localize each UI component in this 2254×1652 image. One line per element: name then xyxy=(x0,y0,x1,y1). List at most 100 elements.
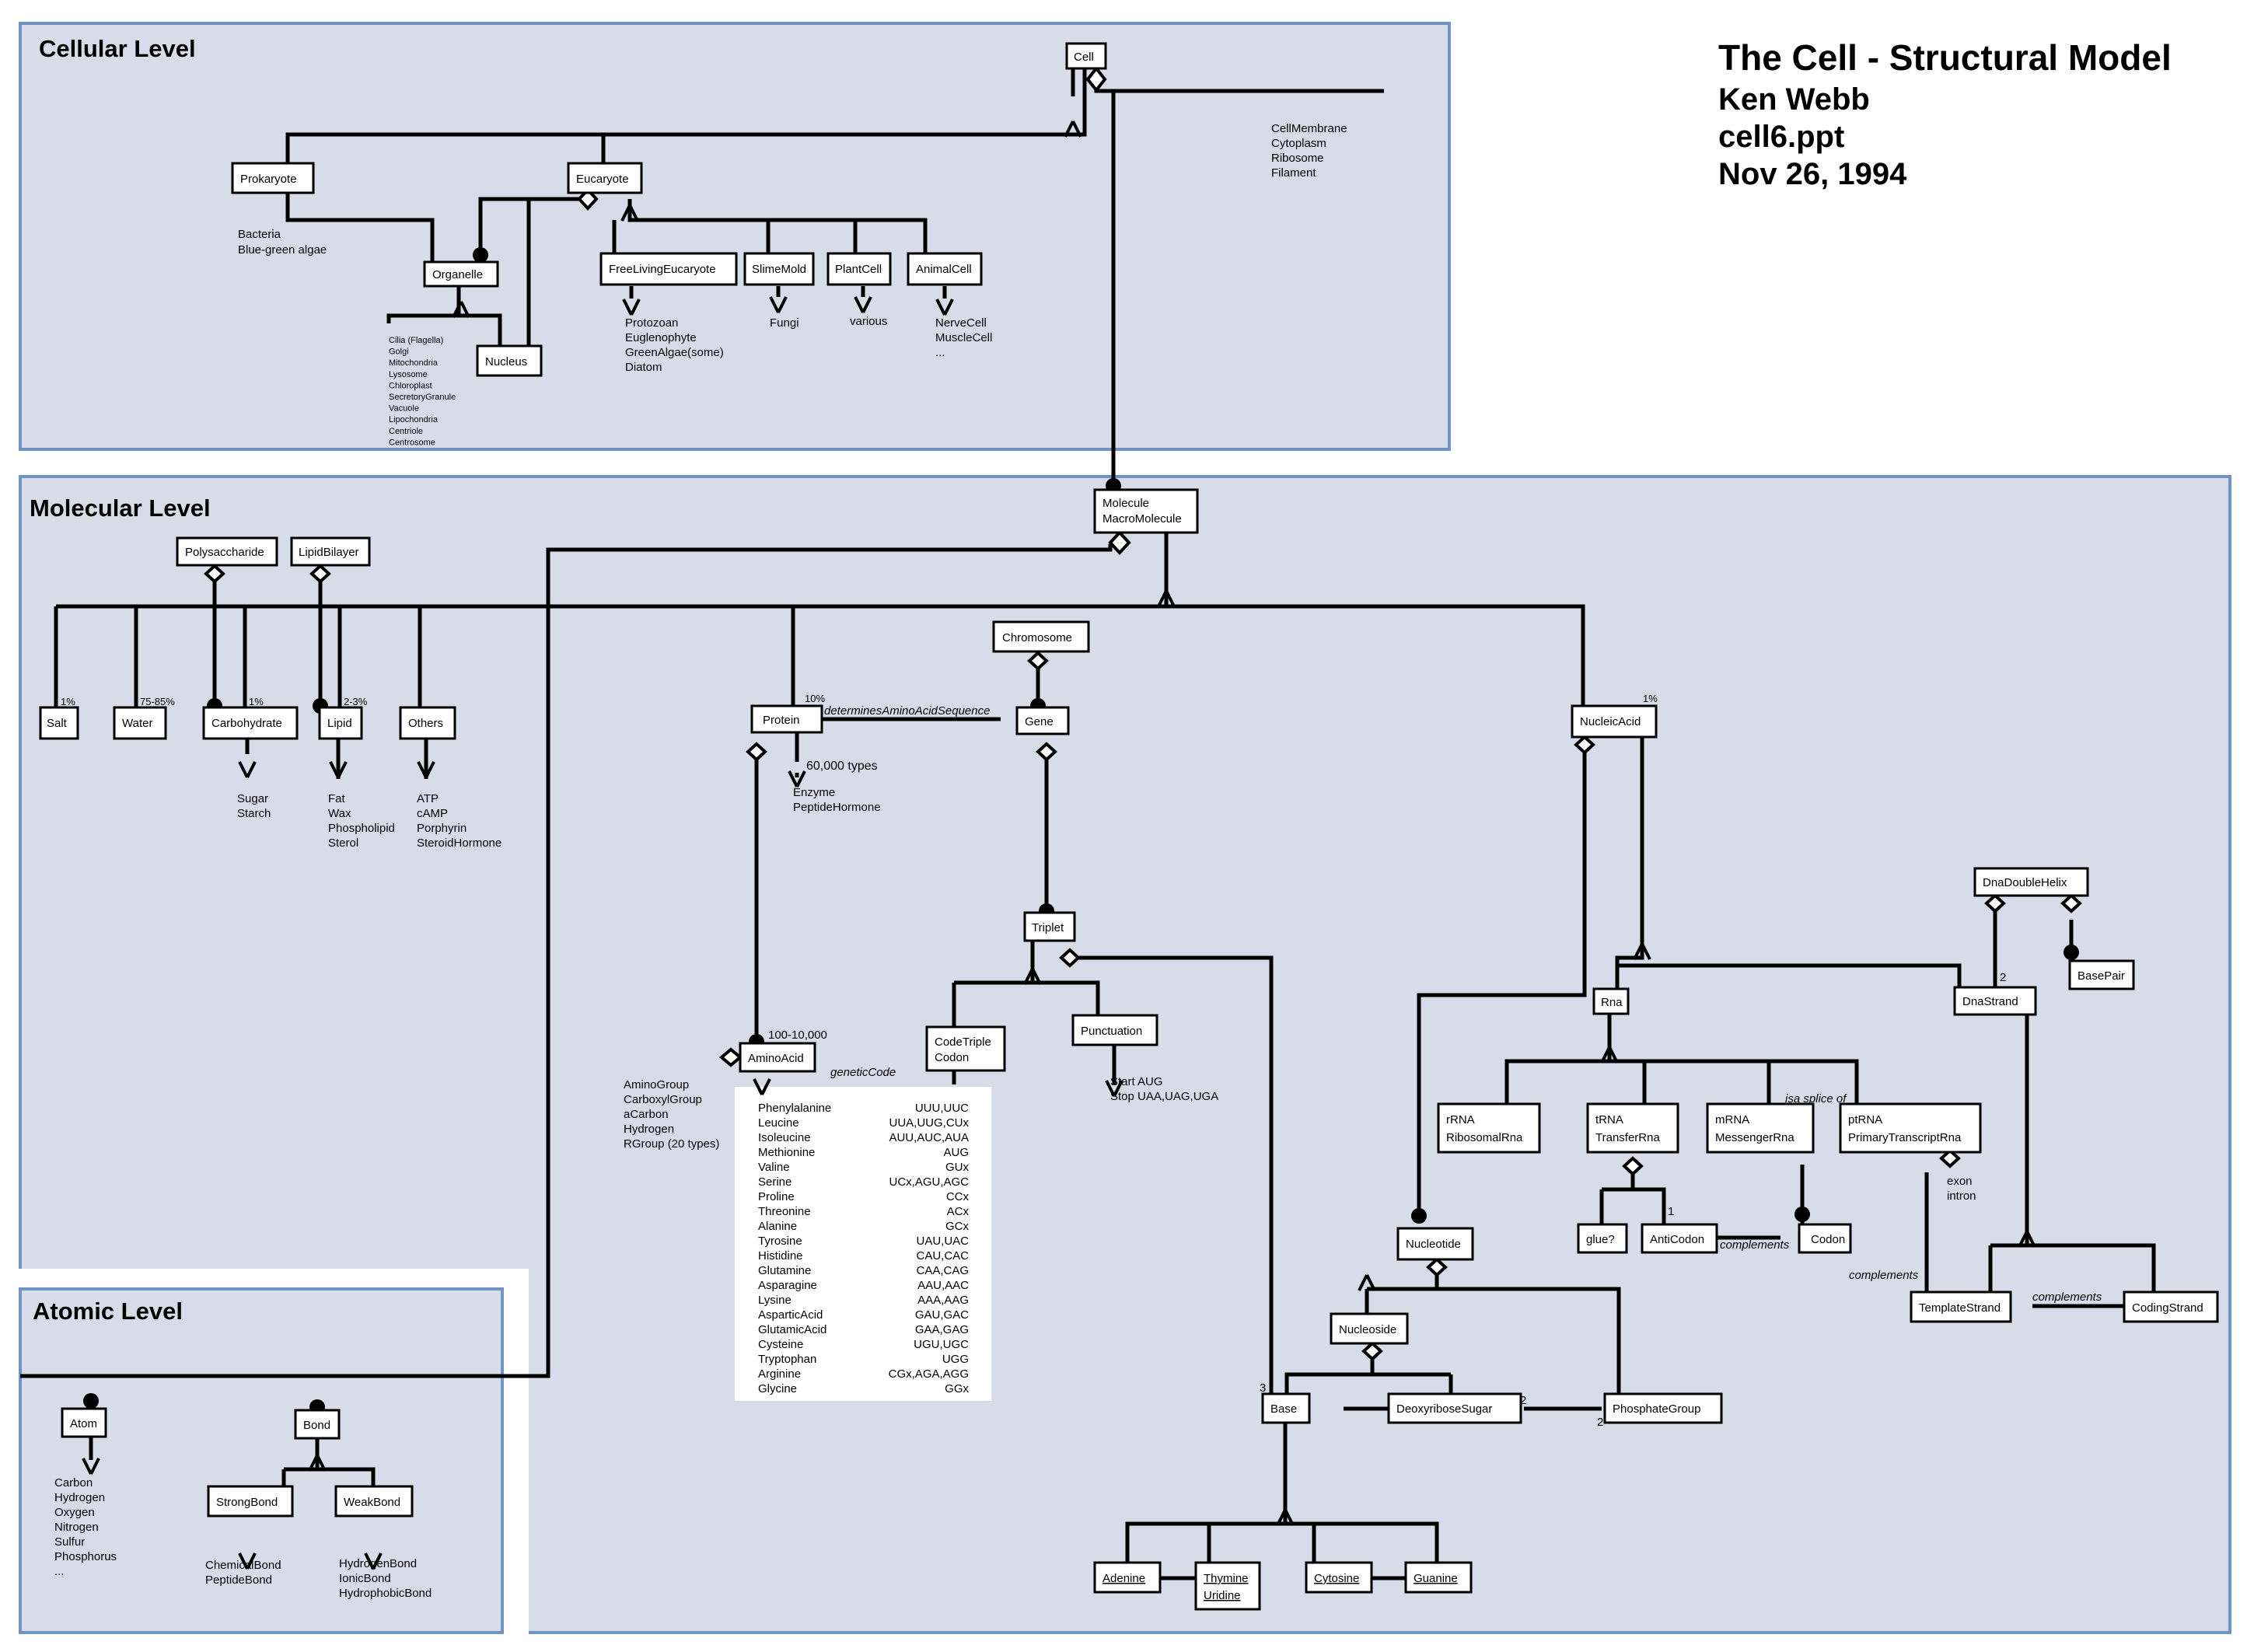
complements-coding-label: complements xyxy=(2032,1291,2102,1304)
slime-mold-box[interactable]: SlimeMold xyxy=(743,252,815,286)
svg-text:Molecule: Molecule xyxy=(1103,497,1149,510)
svg-text:Nucleoside: Nucleoside xyxy=(1339,1323,1396,1336)
svg-text:WeakBond: WeakBond xyxy=(344,1496,400,1509)
carbohydrate-box[interactable]: Carbohydrate xyxy=(202,706,299,740)
codon-table-amino: Threonine xyxy=(758,1205,811,1218)
protein-box[interactable]: Protein xyxy=(750,704,823,734)
svg-text:PlantCell: PlantCell xyxy=(835,263,882,276)
svg-text:Rna: Rna xyxy=(1601,996,1623,1009)
deoxyribose-sugar-box[interactable]: DeoxyriboseSugar xyxy=(1387,1392,1522,1424)
svg-text:ptRNA: ptRNA xyxy=(1848,1113,1882,1126)
svg-text:glue?: glue? xyxy=(1586,1233,1615,1246)
amino-acid-box[interactable]: AminoAcid xyxy=(739,1042,816,1073)
svg-text:MacroMolecule: MacroMolecule xyxy=(1103,512,1182,526)
dna-strand-box[interactable]: DnaStrand xyxy=(1953,986,2037,1016)
svg-text:Nucleus: Nucleus xyxy=(485,355,527,368)
nucleus-box[interactable]: Nucleus xyxy=(476,344,543,377)
polysaccharide-box[interactable]: Polysaccharide xyxy=(176,536,278,567)
codon-table-codons: UUU,UUC xyxy=(915,1102,969,1115)
organelle-kinds-item: Lipochondria xyxy=(389,415,439,424)
svg-text:CodingStrand: CodingStrand xyxy=(2132,1301,2203,1315)
nucleic-acid-box[interactable]: NucleicAcid xyxy=(1571,704,1658,739)
prokaryote-box[interactable]: Prokaryote xyxy=(231,162,315,194)
bond-box[interactable]: Bond xyxy=(294,1409,341,1440)
codon-table-amino: Glycine xyxy=(758,1382,797,1395)
others-box[interactable]: Others xyxy=(399,706,456,740)
cytosine-box[interactable]: Cytosine xyxy=(1305,1561,1373,1594)
lipid-kinds-item: Sterol xyxy=(328,836,358,850)
water-box[interactable]: Water xyxy=(113,706,167,740)
free-living-kinds-item: Euglenophyte xyxy=(625,331,697,344)
cellular-level-panel xyxy=(19,22,1451,451)
base-pair-box[interactable]: BasePair xyxy=(2068,959,2135,990)
coding-strand-box[interactable]: CodingStrand xyxy=(2123,1291,2219,1323)
lipid-percent: 2-3% xyxy=(344,696,368,707)
amino-parts-item: CarboxylGroup xyxy=(624,1093,702,1106)
rna-box[interactable]: Rna xyxy=(1592,987,1630,1015)
codon-table-codons: GCx xyxy=(945,1220,970,1233)
others-kinds-item: SteroidHormone xyxy=(417,836,501,850)
salt-percent: 1% xyxy=(61,696,75,707)
strong-bond-box[interactable]: StrongBond xyxy=(207,1485,294,1518)
svg-text:Bond: Bond xyxy=(303,1419,330,1432)
guanine-box[interactable]: Guanine xyxy=(1404,1561,1473,1594)
phosphate-group-box[interactable]: PhosphateGroup xyxy=(1603,1392,1723,1424)
anticodon-box[interactable]: AntiCodon xyxy=(1641,1223,1718,1254)
organelle-kinds-item: Lysosome xyxy=(389,370,428,379)
svg-text:CodeTriple: CodeTriple xyxy=(935,1036,991,1049)
gene-box[interactable]: Gene xyxy=(1015,706,1070,735)
template-strand-box[interactable]: TemplateStrand xyxy=(1910,1291,2012,1323)
svg-text:Thymine: Thymine xyxy=(1204,1572,1249,1585)
amino-parts-item: Hydrogen xyxy=(624,1123,674,1136)
svg-text:Salt: Salt xyxy=(47,717,68,730)
codon-table-codons: UGU,UGC xyxy=(914,1338,969,1351)
codon-table-amino: Alanine xyxy=(758,1220,797,1233)
svg-text:LipidBilayer: LipidBilayer xyxy=(299,546,359,559)
svg-text:Codon: Codon xyxy=(1811,1233,1845,1246)
atom-kinds-item: ... xyxy=(54,1565,65,1578)
codon-box[interactable]: Codon xyxy=(1798,1223,1852,1254)
triplet-box[interactable]: Triplet xyxy=(1023,911,1076,942)
eucaryote-box[interactable]: Eucaryote xyxy=(567,162,643,194)
svg-text:Cell: Cell xyxy=(1074,51,1094,64)
codon-table-codons: CGx,AGA,AGG xyxy=(889,1367,969,1381)
codon-table-codons: GAU,GAC xyxy=(915,1308,969,1322)
svg-text:Cytosine: Cytosine xyxy=(1314,1572,1359,1585)
nucleoside-box[interactable]: Nucleoside xyxy=(1330,1312,1409,1345)
punctuation-box[interactable]: Punctuation xyxy=(1071,1014,1158,1046)
svg-text:Adenine: Adenine xyxy=(1103,1572,1145,1585)
animal-cell-box[interactable]: AnimalCell xyxy=(907,252,983,286)
svg-text:AnimalCell: AnimalCell xyxy=(916,263,972,276)
base-box[interactable]: Base xyxy=(1261,1392,1311,1424)
slime-mold-kinds-item: Fungi xyxy=(770,316,799,330)
svg-text:Carbohydrate: Carbohydrate xyxy=(211,717,282,730)
free-living-eucaryote-box[interactable]: FreeLivingEucaryote xyxy=(599,252,738,286)
glue-box[interactable]: glue? xyxy=(1577,1223,1628,1254)
protein-kinds-item: Enzyme xyxy=(793,786,835,799)
codon-table-codons: CAU,CAC xyxy=(916,1249,969,1263)
salt-box[interactable]: Salt xyxy=(39,706,79,740)
dna-double-helix-box[interactable]: DnaDoubleHelix xyxy=(1973,867,2089,897)
atomic-level-panel xyxy=(19,1287,504,1634)
atom-kinds-item: Phosphorus xyxy=(54,1550,117,1563)
cell-box[interactable]: Cell xyxy=(1065,42,1107,70)
atom-box[interactable]: Atom xyxy=(61,1407,107,1438)
chromosome-box[interactable]: Chromosome xyxy=(992,620,1090,653)
lipid-box[interactable]: Lipid xyxy=(318,706,363,740)
organelle-kinds-item: Chloroplast xyxy=(389,381,432,390)
plant-cell-box[interactable]: PlantCell xyxy=(826,252,892,286)
nucleotide-box[interactable]: Nucleotide xyxy=(1396,1227,1474,1261)
organelle-box[interactable]: Organelle xyxy=(423,260,499,288)
weak-bond-box[interactable]: WeakBond xyxy=(334,1485,414,1518)
svg-text:Gene: Gene xyxy=(1025,715,1054,728)
lipid-bilayer-box[interactable]: LipidBilayer xyxy=(290,536,371,567)
adenine-box[interactable]: Adenine xyxy=(1093,1561,1162,1594)
organelle-kinds-item: SecretoryGranule xyxy=(389,393,456,402)
